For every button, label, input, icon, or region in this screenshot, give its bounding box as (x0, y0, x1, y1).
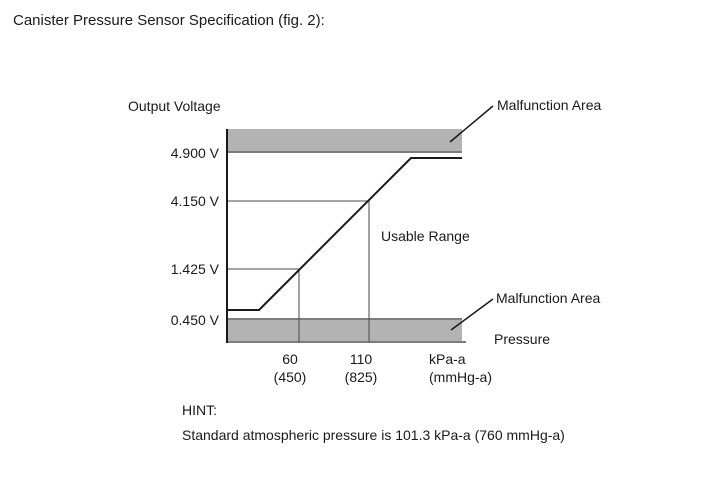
x-tick-110: 110 (825) (331, 350, 391, 386)
malfunction-area-label-bottom: Malfunction Area (496, 290, 601, 306)
x-unit-kpa: kPa-a (429, 351, 466, 367)
y-tick-4900: 4.900 V (170, 145, 219, 161)
y-tick-0450: 0.450 V (170, 312, 219, 328)
malfunction-area-label-top: Malfunction Area (497, 97, 602, 113)
page-title: Canister Pressure Sensor Specification (… (13, 12, 325, 29)
sensor-curve (227, 157, 462, 311)
x-unit-mmhg: (mmHg-a) (429, 369, 492, 385)
x-tick-110-kpa: 110 (349, 351, 373, 367)
x-tick-60-kpa: 60 (282, 351, 298, 367)
usable-range-label: Usable Range (381, 228, 470, 244)
x-axis-units: kPa-a (mmHg-a) (429, 350, 492, 386)
hint-text: Standard atmospheric pressure is 101.3 k… (182, 427, 565, 443)
x-tick-60-mmhg: (450) (273, 369, 307, 385)
x-axis-title: Pressure (494, 331, 551, 347)
leader-line-top (449, 105, 494, 143)
leader-line-bottom (450, 298, 494, 331)
x-tick-110-mmhg: (825) (344, 369, 378, 385)
x-tick-60: 60 (450) (260, 350, 320, 386)
y-axis-title: Output Voltage (128, 98, 221, 114)
malfunction-band-top (226, 129, 462, 152)
y-tick-1425: 1.425 V (170, 261, 219, 277)
malfunction-band-bottom (226, 319, 462, 342)
y-tick-4150: 4.150 V (170, 193, 219, 209)
hint-label: HINT: (182, 402, 217, 418)
